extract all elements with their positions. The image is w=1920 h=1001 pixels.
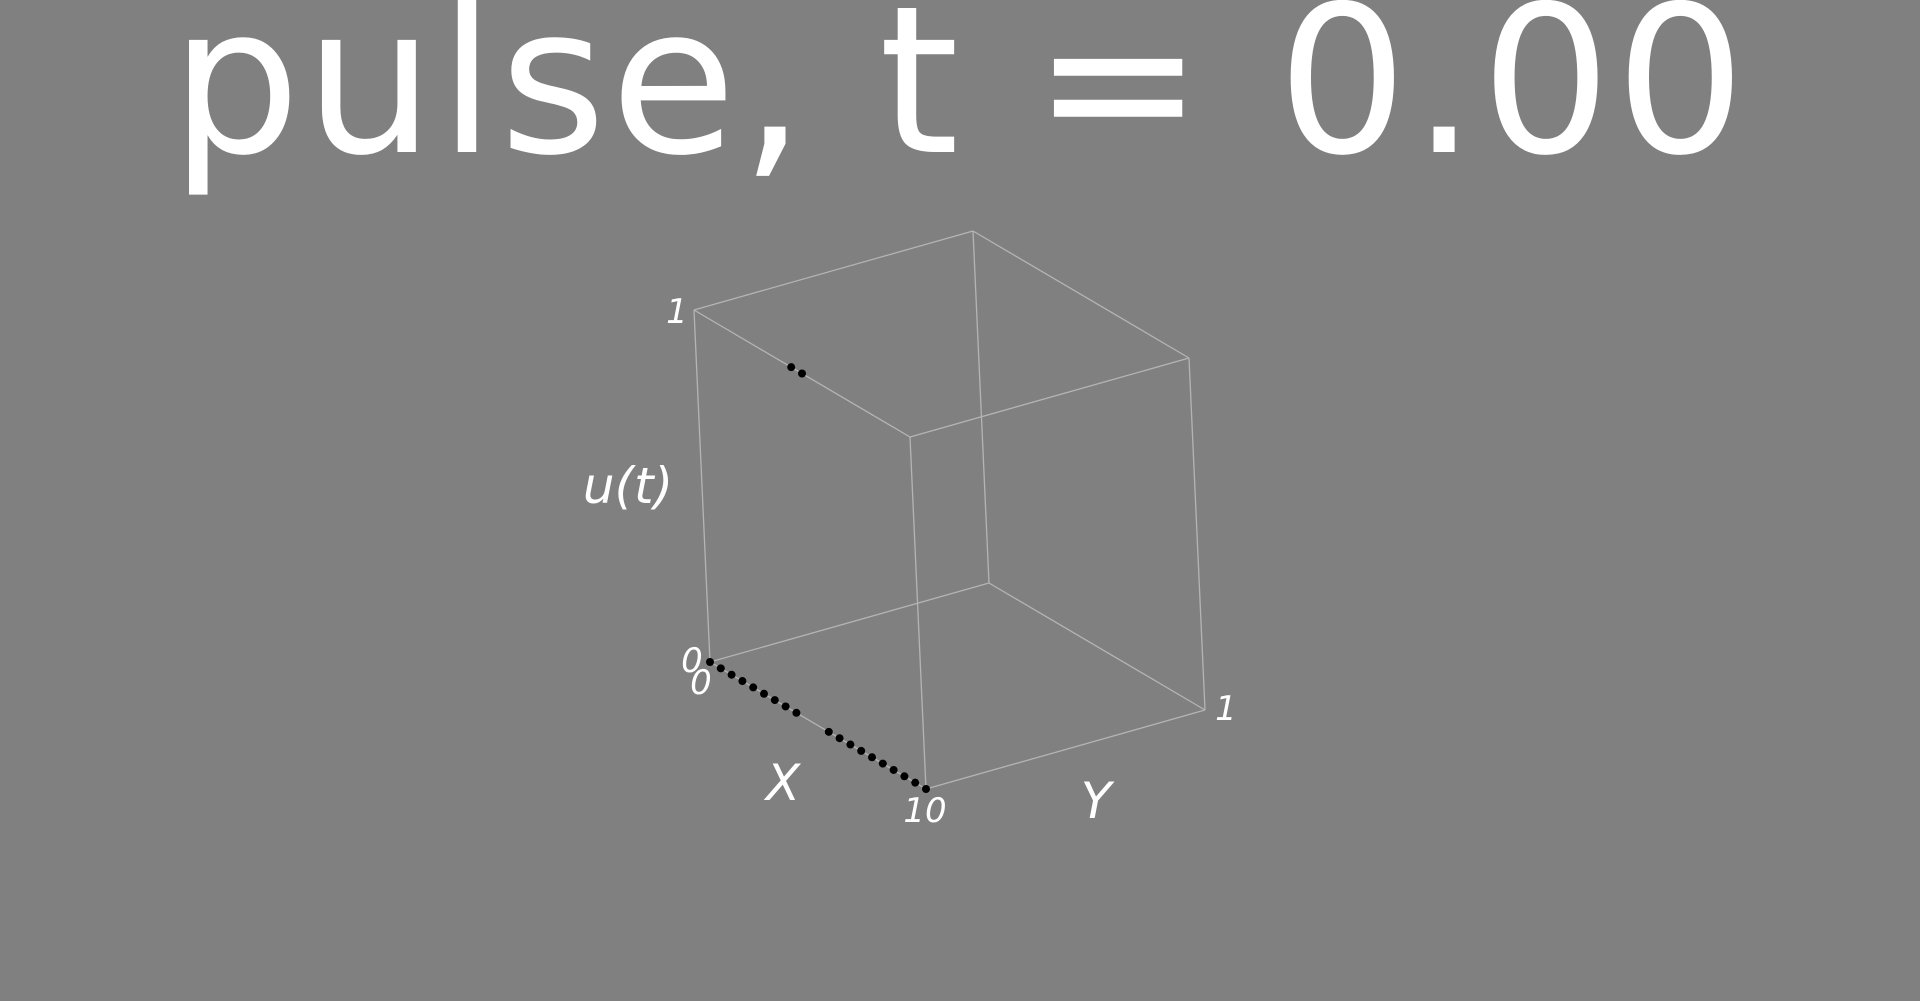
chart-title: pulse, t = 0.00 — [170, 0, 1749, 201]
data-point — [911, 778, 920, 787]
edge-top-y-right — [909, 357, 1190, 438]
data-point — [770, 696, 779, 705]
y-axis-label: Y — [1081, 772, 1115, 830]
data-point — [760, 689, 768, 698]
data-point — [716, 664, 725, 673]
x-tick-end: 10 — [903, 791, 946, 831]
edge-bottom-y-left — [709, 582, 990, 663]
data-point — [878, 759, 887, 768]
data-point — [798, 369, 806, 378]
edge-bottom-x-front — [709, 661, 927, 790]
x-tick-start: 0 — [690, 663, 712, 703]
edge-vertical-ymax — [972, 230, 990, 584]
edge-bottom-y-right — [925, 709, 1206, 790]
data-point — [792, 708, 801, 717]
axes-box — [693, 230, 1206, 790]
data-point — [835, 734, 844, 743]
data-point — [727, 670, 736, 679]
data-point — [857, 746, 866, 755]
edge-top-y-left — [693, 230, 974, 311]
y-tick-end: 1 — [1215, 689, 1237, 729]
data-point — [749, 683, 758, 692]
edge-vertical-xmax — [909, 436, 927, 790]
data-point — [846, 740, 855, 749]
data-point — [922, 785, 930, 793]
data-point — [900, 772, 909, 781]
data-point — [889, 765, 898, 774]
data-markers — [706, 363, 930, 793]
data-point — [706, 658, 714, 666]
edge-vertical-far — [1188, 357, 1206, 711]
data-point — [781, 702, 790, 711]
data-point — [738, 677, 747, 686]
edge-vertical-origin — [693, 309, 711, 663]
x-axis-label: X — [763, 754, 802, 812]
data-point — [868, 753, 876, 762]
edge-top-x-back — [972, 230, 1190, 359]
data-point — [787, 363, 796, 372]
z-tick-top: 1 — [666, 292, 688, 332]
data-point — [824, 727, 833, 736]
z-axis-label: u(t) — [583, 457, 673, 515]
edge-bottom-x-back — [988, 582, 1206, 711]
z-tick-bottom: 0 — [681, 641, 703, 681]
